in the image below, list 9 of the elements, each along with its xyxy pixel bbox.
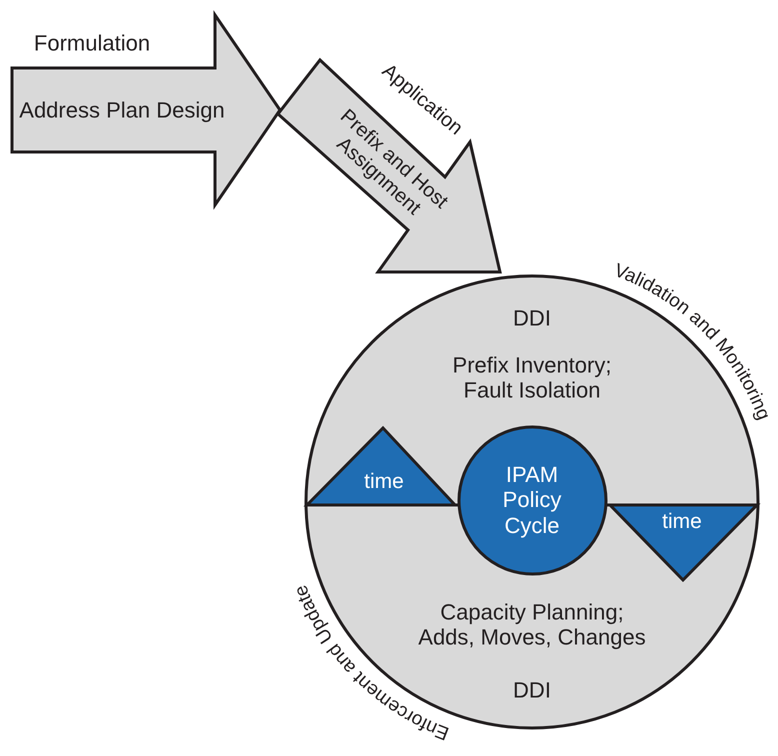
section-text: DDI — [512, 305, 552, 331]
section-text: DDI — [512, 677, 552, 703]
section-text: Capacity Planning; Adds, Moves, Changes — [417, 600, 647, 650]
time-label: time — [363, 470, 405, 494]
center-label: IPAM Policy Cycle — [502, 462, 562, 538]
stage-label: Formulation — [32, 30, 152, 56]
time-label: time — [661, 510, 703, 534]
section-text: Prefix Inventory; Fault Isolation — [452, 352, 612, 404]
arrow-label: Address Plan Design — [18, 97, 226, 123]
